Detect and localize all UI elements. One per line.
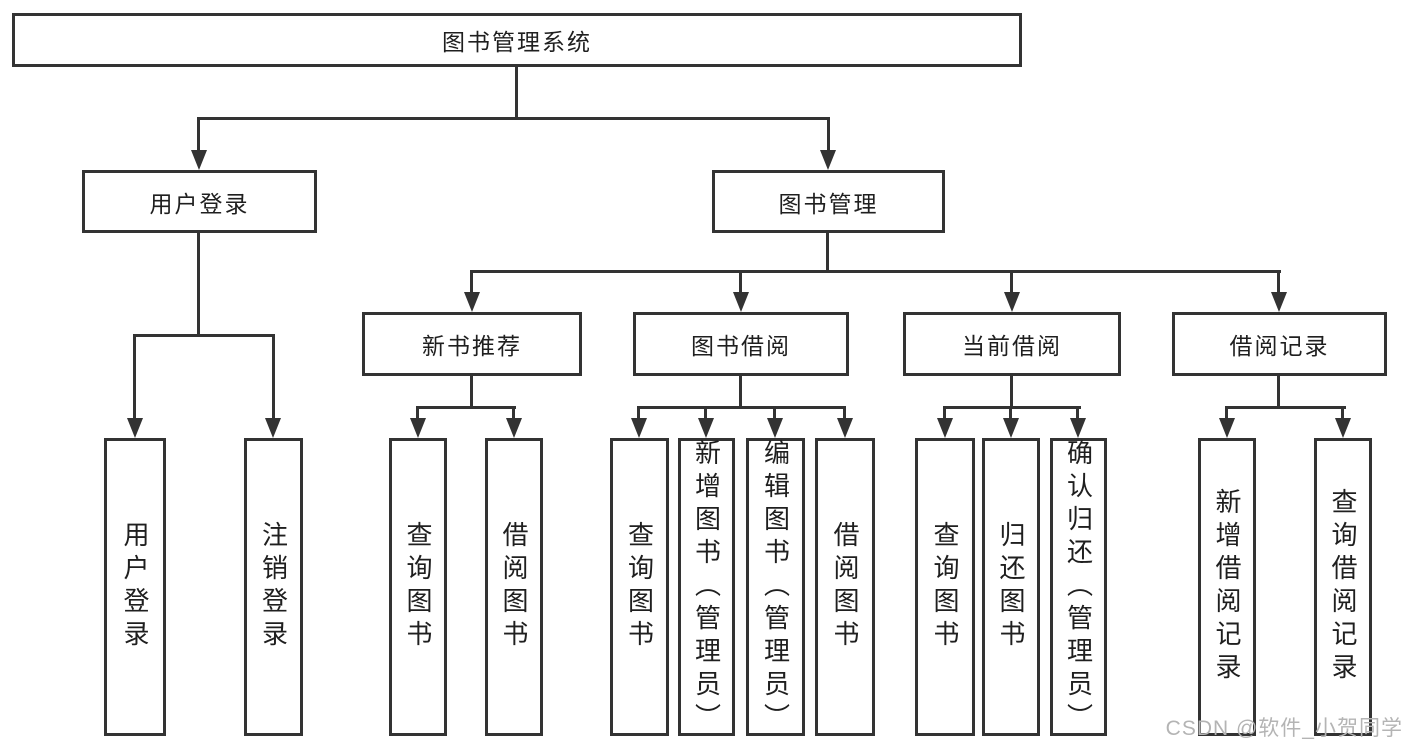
- leaf-label: 借阅图书: [830, 521, 860, 653]
- node-label: 用户登录: [149, 190, 250, 217]
- arrow-down-icon: [1070, 418, 1086, 438]
- leaf-label: 新增借阅记录: [1212, 488, 1242, 686]
- connector-line: [943, 406, 1081, 409]
- node-label: 图书管理系统: [442, 29, 592, 55]
- connector-line: [470, 270, 473, 296]
- arrow-down-icon: [127, 418, 143, 438]
- leaf-label: 查询图书: [624, 521, 655, 653]
- leaf-label: 确认归还（管理员）: [1063, 438, 1094, 736]
- arrow-down-icon: [1219, 418, 1235, 438]
- node-label: 当前借阅: [962, 333, 1062, 359]
- connector-line: [197, 233, 200, 337]
- connector-line: [739, 376, 742, 409]
- leaf-logout: 注销登录: [244, 438, 303, 736]
- connector-line: [637, 406, 846, 409]
- connector-line: [1225, 406, 1228, 420]
- arrow-down-icon: [464, 292, 480, 312]
- node-book-management: 图书管理: [712, 170, 945, 233]
- node-current-borrowing: 当前借阅: [903, 312, 1121, 376]
- connector-line: [637, 406, 640, 420]
- csdn-watermark: CSDN @软件_小贺同学: [1165, 717, 1403, 740]
- connector-line: [197, 117, 200, 154]
- leaf-label: 注销登录: [258, 521, 289, 653]
- connector-line: [134, 334, 275, 337]
- node-label: 借阅记录: [1229, 333, 1330, 359]
- arrow-down-icon: [733, 292, 749, 312]
- leaf-query-books-borrowing: 查询图书: [610, 438, 669, 736]
- arrow-down-icon: [820, 150, 836, 170]
- connector-line: [1277, 376, 1280, 409]
- connector-line: [826, 233, 829, 273]
- arrow-down-icon: [191, 150, 207, 170]
- node-borrowing-records: 借阅记录: [1172, 312, 1387, 376]
- node-label: 图书管理: [778, 190, 879, 217]
- leaf-return-book: 归还图书: [982, 438, 1040, 736]
- node-user-login: 用户登录: [82, 170, 317, 233]
- connector-line: [773, 406, 776, 420]
- connector-line: [1010, 270, 1013, 296]
- connector-line: [512, 406, 515, 420]
- connector-line: [1225, 406, 1346, 409]
- connector-line: [470, 270, 1281, 273]
- connector-line: [272, 334, 275, 420]
- leaf-borrow-books-recommend: 借阅图书: [485, 438, 543, 736]
- arrow-down-icon: [1271, 292, 1287, 312]
- connector-line: [1277, 270, 1280, 296]
- leaf-confirm-return-admin: 确认归还（管理员）: [1050, 438, 1107, 736]
- connector-line: [416, 406, 419, 420]
- leaf-label: 归还图书: [996, 521, 1026, 653]
- connector-line: [515, 64, 518, 120]
- connector-line: [1010, 376, 1013, 409]
- node-book-borrowing: 图书借阅: [633, 312, 849, 376]
- leaf-edit-book-admin: 编辑图书（管理员）: [746, 438, 805, 736]
- leaf-label: 查询图书: [930, 521, 960, 653]
- arrow-down-icon: [410, 418, 426, 438]
- leaf-query-borrow-record: 查询借阅记录: [1314, 438, 1372, 736]
- node-new-book-recommend: 新书推荐: [362, 312, 582, 376]
- arrow-down-icon: [1335, 418, 1351, 438]
- leaf-label: 新增图书（管理员）: [691, 438, 722, 736]
- leaf-label: 查询图书: [403, 521, 433, 653]
- leaf-label: 查询借阅记录: [1328, 488, 1358, 686]
- leaf-query-books-current: 查询图书: [915, 438, 975, 736]
- connector-line: [1076, 406, 1079, 420]
- connector-line: [1341, 406, 1344, 420]
- leaf-query-books-recommend: 查询图书: [389, 438, 447, 736]
- connector-line: [198, 117, 830, 120]
- arrow-down-icon: [265, 418, 281, 438]
- leaf-borrow-books: 借阅图书: [815, 438, 875, 736]
- arrow-down-icon: [837, 418, 853, 438]
- arrow-down-icon: [631, 418, 647, 438]
- leaf-label: 编辑图书（管理员）: [760, 438, 791, 736]
- leaf-user-login: 用户登录: [104, 438, 166, 736]
- connector-line: [827, 117, 830, 154]
- arrow-down-icon: [698, 418, 714, 438]
- node-label: 图书借阅: [691, 333, 791, 359]
- arrow-down-icon: [937, 418, 953, 438]
- leaf-add-book-admin: 新增图书（管理员）: [678, 438, 735, 736]
- leaf-add-borrow-record: 新增借阅记录: [1198, 438, 1256, 736]
- connector-line: [1009, 406, 1012, 420]
- arrow-down-icon: [767, 418, 783, 438]
- node-library-system: 图书管理系统: [12, 13, 1022, 67]
- connector-line: [739, 270, 742, 296]
- arrow-down-icon: [506, 418, 522, 438]
- connector-line: [470, 376, 473, 409]
- node-label: 新书推荐: [422, 333, 522, 359]
- connector-line: [416, 406, 516, 409]
- arrow-down-icon: [1003, 418, 1019, 438]
- leaf-label: 借阅图书: [499, 521, 529, 653]
- connector-line: [133, 334, 136, 420]
- connector-line: [943, 406, 946, 420]
- connector-line: [704, 406, 707, 420]
- leaf-label: 用户登录: [120, 521, 150, 653]
- arrow-down-icon: [1004, 292, 1020, 312]
- connector-line: [843, 406, 846, 420]
